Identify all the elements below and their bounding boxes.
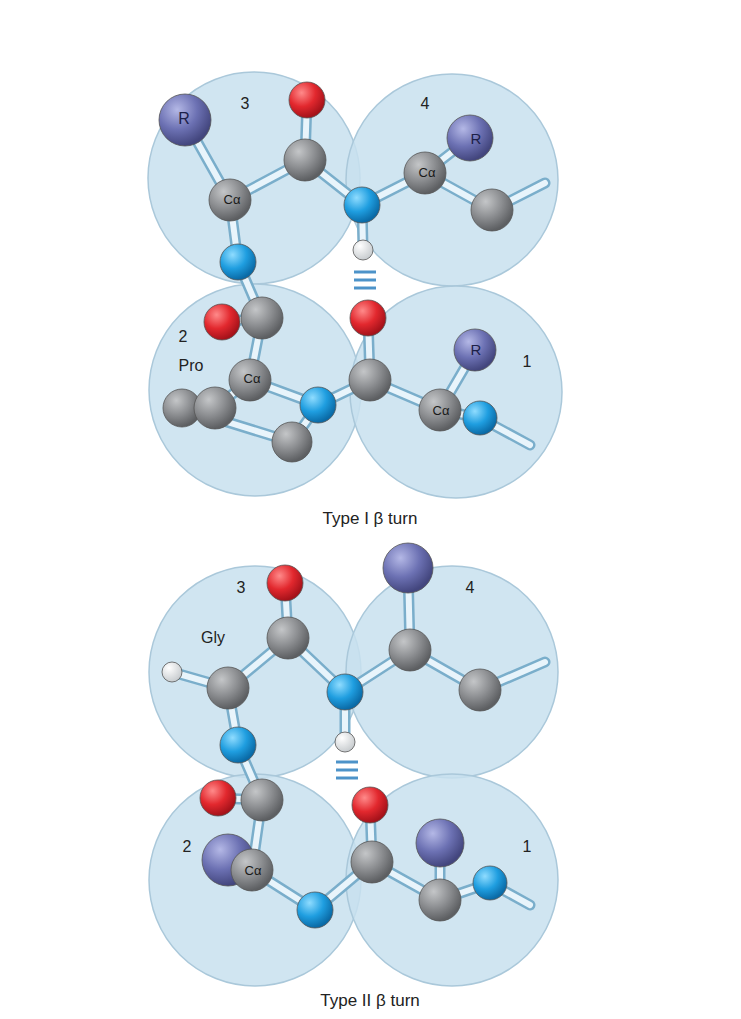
nitrogen-atom xyxy=(220,244,256,280)
carbon-atom xyxy=(471,189,513,231)
residue-circle xyxy=(346,74,558,286)
residue-circle xyxy=(149,284,361,496)
residue-name: Pro xyxy=(179,358,204,374)
alpha-carbon-atom xyxy=(207,667,249,709)
residue-circle xyxy=(346,774,558,986)
residue-number: 4 xyxy=(466,580,475,596)
atom-label: Cα xyxy=(244,372,261,385)
carbon-atom xyxy=(351,841,393,883)
hydrogen-atom xyxy=(335,732,355,752)
atoms xyxy=(159,82,513,928)
oxygen-atom xyxy=(350,300,386,336)
alpha-carbon-atom xyxy=(419,389,461,431)
alpha-carbon-atom xyxy=(404,152,446,194)
residue-number: 1 xyxy=(523,839,532,855)
nitrogen-atom xyxy=(327,674,363,710)
bond-core xyxy=(172,568,545,910)
alpha-carbon-atom xyxy=(389,629,431,671)
side-chain-atom xyxy=(383,543,433,593)
carbon-atom xyxy=(284,139,326,181)
bonds xyxy=(172,100,545,910)
oxygen-atom xyxy=(200,780,236,816)
carbon-atom xyxy=(241,779,283,821)
alpha-carbon-atom xyxy=(419,879,461,921)
hbond-dash xyxy=(336,769,358,772)
carbon-atom xyxy=(267,617,309,659)
atom-label: R xyxy=(178,111,190,127)
atom-label: Cα xyxy=(419,166,436,179)
ring-carbon-atom xyxy=(194,387,236,429)
residue-name: Gly xyxy=(201,630,225,646)
atom-label: Cα xyxy=(224,193,241,206)
carbon-atom xyxy=(459,669,501,711)
residue-circle xyxy=(149,774,361,986)
side-chain-atom xyxy=(447,115,493,161)
alpha-carbon-atom xyxy=(209,179,251,221)
residue-number: 2 xyxy=(179,329,188,345)
oxygen-atom xyxy=(289,82,325,118)
hbond-dash xyxy=(336,761,358,764)
hydrogen-atom xyxy=(353,240,373,260)
atom-label: R xyxy=(471,342,482,357)
side-chain-atom xyxy=(416,819,464,867)
hbond-dash xyxy=(354,287,376,290)
residue-number: 2 xyxy=(183,839,192,855)
side-chain-atom xyxy=(454,329,496,371)
atom-label: Cα xyxy=(433,404,450,417)
oxygen-atom xyxy=(352,787,388,823)
panel-caption: Type II β turn xyxy=(320,992,420,1009)
side-chain-atom xyxy=(159,94,211,146)
alpha-carbon-atom xyxy=(231,849,273,891)
hbond-dash xyxy=(336,777,358,780)
nitrogen-atom xyxy=(220,727,256,763)
hbond-dash xyxy=(354,279,376,282)
bond-outline xyxy=(172,568,545,910)
hydrogen-atom xyxy=(162,662,182,682)
carbon-atom xyxy=(349,359,391,401)
nitrogen-atom xyxy=(344,187,380,223)
residue-number: 3 xyxy=(241,96,250,112)
panel-caption: Type I β turn xyxy=(323,510,418,527)
ring-carbon-atom xyxy=(272,422,312,462)
nitrogen-atom xyxy=(473,866,507,900)
residue-number: 1 xyxy=(523,354,532,370)
hbond-dash xyxy=(354,271,376,274)
carbon-atom xyxy=(241,297,283,339)
residue-number: 3 xyxy=(237,580,246,596)
oxygen-atom xyxy=(204,304,240,340)
nitrogen-atom xyxy=(463,401,497,435)
alpha-carbon-atom xyxy=(229,359,271,401)
oxygen-atom xyxy=(267,565,303,601)
residue-number: 4 xyxy=(421,96,430,112)
residue-circles xyxy=(148,72,562,986)
bond-core xyxy=(182,100,545,445)
nitrogen-atom xyxy=(300,387,336,423)
atom-label: Cα xyxy=(245,864,262,877)
atom-label: R xyxy=(471,131,482,146)
bond-outline xyxy=(182,100,545,445)
nitrogen-atom xyxy=(297,892,333,928)
